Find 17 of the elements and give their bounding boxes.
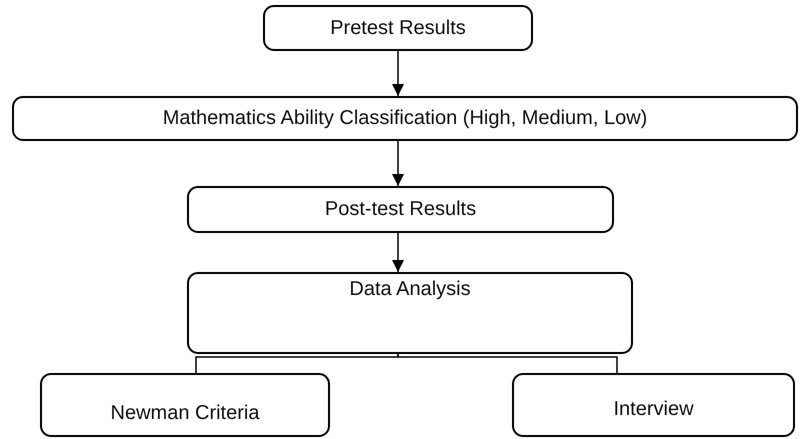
arrow xyxy=(392,51,404,96)
connector-line xyxy=(195,354,399,373)
box-label: Interview xyxy=(613,398,694,420)
box-label: Pretest Results xyxy=(330,16,466,40)
process-box xyxy=(512,373,795,437)
box-label: Mathematics Ability Classification (High, Medium, Low) xyxy=(162,107,648,130)
arrow xyxy=(392,141,404,186)
process-box xyxy=(40,373,330,437)
process-box xyxy=(263,5,533,51)
arrow xyxy=(392,233,404,272)
box-label: Data Analysis xyxy=(349,278,471,300)
process-box xyxy=(187,186,614,233)
process-box xyxy=(187,272,633,354)
box-label: Post-test Results xyxy=(324,198,476,221)
process-box xyxy=(12,96,798,141)
connector-line xyxy=(397,354,618,373)
box-label: Newman Criteria xyxy=(110,402,260,424)
